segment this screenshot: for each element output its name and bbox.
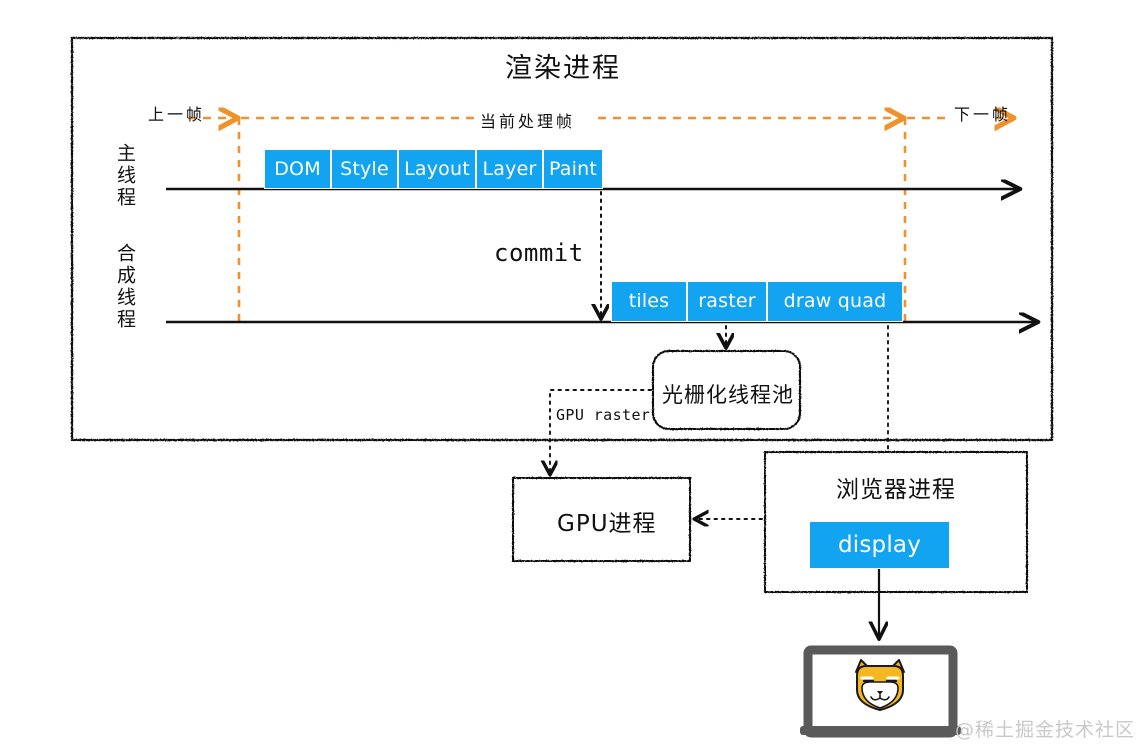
stage-dom[interactable]: DOM (264, 149, 331, 189)
gpu-raster-path (550, 389, 652, 472)
stage-draw-quad[interactable]: draw quad (767, 281, 903, 322)
stage-style[interactable]: Style (331, 149, 398, 189)
raster-thread-pool-label: 光栅化线程池 (662, 383, 794, 407)
stage-layout[interactable]: Layout (398, 149, 476, 189)
stage-tiles[interactable]: tiles (611, 281, 687, 322)
watermark: @稀土掘金技术社区 (955, 719, 1136, 741)
shiba-face-icon (855, 659, 905, 711)
stage-layer[interactable]: Layer (476, 149, 543, 189)
laptop-icon (800, 645, 961, 738)
main-thread-label: 主线程 (114, 143, 136, 209)
stage-raster[interactable]: raster (687, 281, 767, 322)
gpu-raster-label: GPU raster (556, 406, 651, 424)
current-frame-label: 当前处理帧 (480, 112, 576, 131)
browser-process-label: 浏览器进程 (836, 477, 956, 503)
page-title: 渲染进程 (505, 53, 621, 84)
commit-label: commit (494, 239, 584, 267)
stage-paint[interactable]: Paint (543, 149, 603, 189)
next-frame-label: 下一帧 (954, 105, 1012, 124)
display-box[interactable]: display (810, 522, 949, 568)
previous-frame-label: 上一帧 (148, 105, 206, 124)
gpu-process-label: GPU进程 (557, 511, 657, 537)
compositor-thread-label: 合成线程 (114, 243, 136, 331)
